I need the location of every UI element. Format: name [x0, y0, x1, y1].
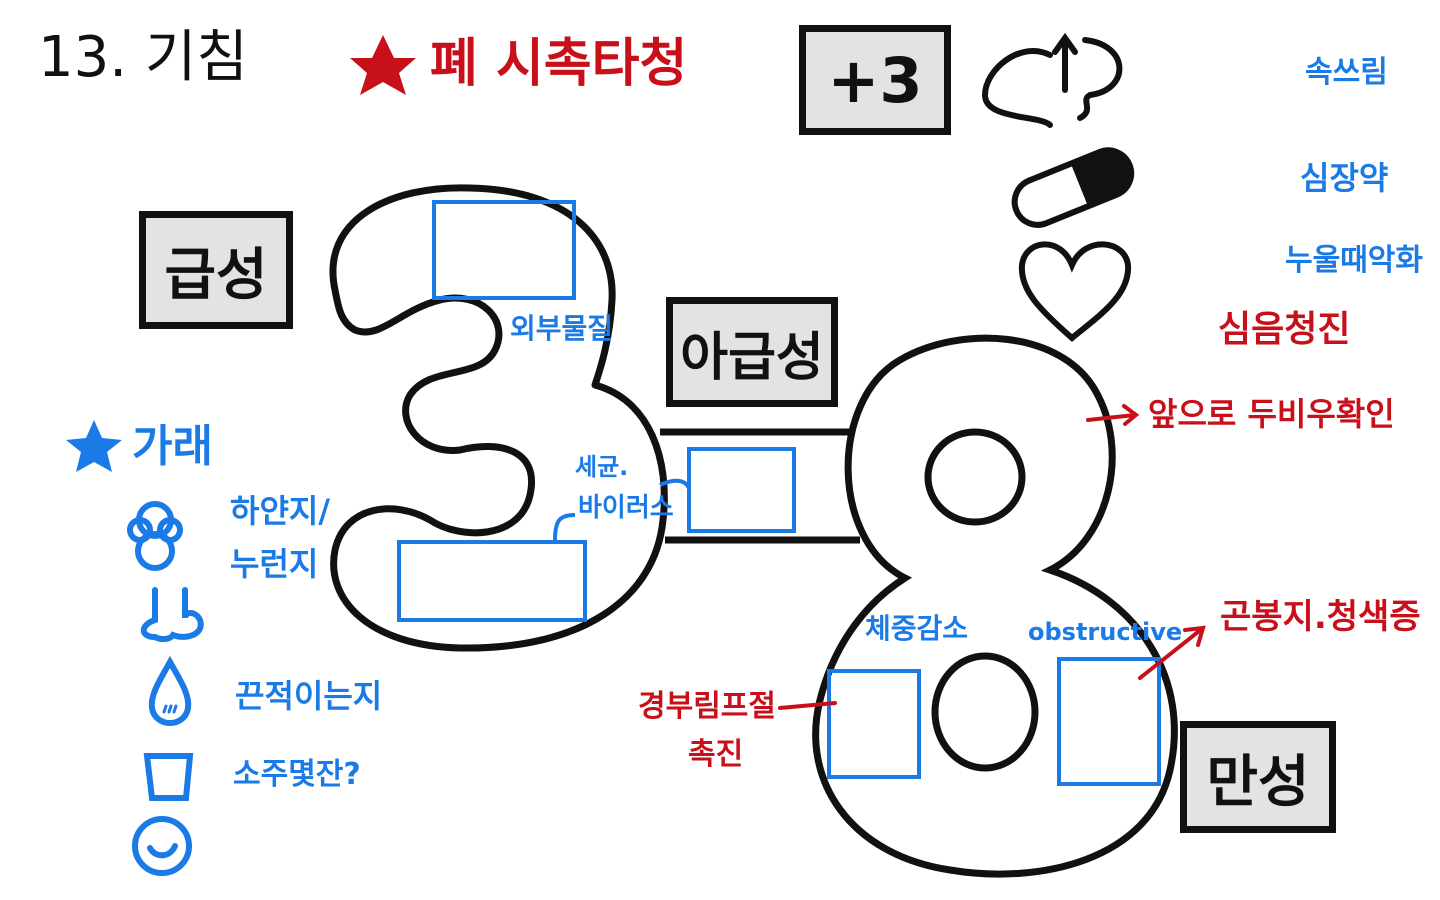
lean-forward-label: 앞으로 두비우확인 — [1148, 395, 1395, 433]
red-star-icon — [350, 35, 416, 95]
heartburn-label: 속쓰림 — [1305, 55, 1388, 90]
weight-loss-label: 체중감소 — [865, 612, 969, 645]
lymph-node-label-2: 촉진 — [688, 737, 744, 772]
lymph-node-pointer — [778, 701, 837, 710]
clubbing-cyanosis-label: 곤봉지.청색증 — [1220, 597, 1421, 637]
bacteria-label: 세균. — [575, 453, 629, 481]
lean-forward-arrow — [1086, 413, 1137, 422]
obstructive-label: obstructive — [1028, 618, 1183, 646]
lean-forward-arrowhead — [1122, 404, 1140, 426]
lung-exam-heading: 폐 시촉타청 — [430, 34, 688, 94]
acute-box: 급성 — [139, 211, 293, 329]
eight-lower-hole — [931, 652, 1039, 772]
subacute-pointer — [659, 478, 691, 490]
sputum-sticky-label: 끈적이는지 — [235, 677, 383, 715]
foreign-body-label: 외부물질 — [510, 312, 614, 345]
lungs-face-icon — [127, 501, 183, 571]
subacute-box: 아급성 — [666, 297, 838, 407]
sputum-color-label: 하얀지/ — [230, 492, 331, 530]
virus-label: 바이러스 — [578, 493, 674, 523]
nose-icon — [140, 587, 204, 643]
blue-star-icon — [66, 420, 122, 472]
pill-icon — [1011, 147, 1135, 228]
shot-glass-icon — [143, 753, 194, 801]
alcohol-label: 소주몇잔? — [233, 757, 361, 792]
smile-face-icon — [132, 816, 192, 876]
sputum-heading: 가래 — [132, 421, 213, 472]
number-three-outline — [329, 184, 668, 652]
blank-box-obstructive — [1057, 657, 1161, 786]
reflux-squiggle-icon — [981, 32, 1123, 128]
eight-upper-hole — [924, 428, 1026, 526]
acute-label: 급성 — [164, 242, 268, 308]
chronic-box: 만성 — [1180, 721, 1336, 833]
infection-pointer — [553, 513, 576, 541]
heart-medication-label: 심장약 — [1300, 159, 1389, 197]
subacute-label: 아급성 — [680, 327, 824, 388]
clubbing-arrowhead — [1183, 625, 1206, 647]
page-title: 13. 기침 — [38, 25, 248, 90]
heart-auscultation-label: 심음청진 — [1218, 309, 1351, 350]
droplet-icon — [148, 655, 192, 726]
blank-box-subacute — [687, 447, 796, 533]
score-label: +3 — [827, 43, 923, 117]
clubbing-arrow — [1138, 626, 1205, 680]
chronic-label: 만성 — [1206, 749, 1310, 815]
blank-box-infection — [397, 540, 587, 622]
sputum-color-label-2: 누런지 — [230, 545, 319, 583]
blank-box-weight-loss — [827, 669, 921, 779]
lymph-node-label-1: 경부림프절 — [638, 689, 776, 724]
number-eight-outline — [812, 334, 1178, 878]
blank-box-foreign-body — [432, 200, 576, 300]
score-box: +3 — [799, 25, 951, 135]
heart-icon — [1018, 241, 1132, 342]
worse-lying-label: 누울때악화 — [1285, 243, 1423, 278]
